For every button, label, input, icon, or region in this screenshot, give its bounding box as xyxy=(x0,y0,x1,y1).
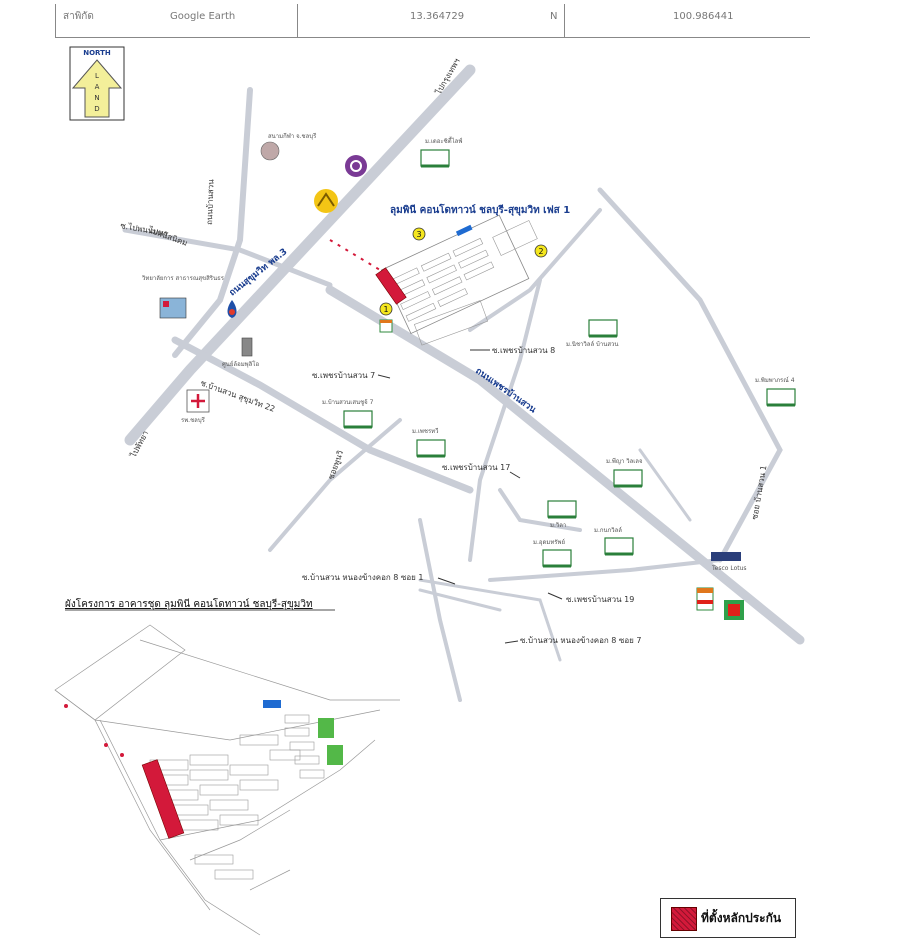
village-icon xyxy=(416,439,446,458)
project-title: ลุมพินี คอนโดทาวน์ ชลบุรี-สุขุมวิท เฟส 1 xyxy=(390,203,570,216)
svg-text:2: 2 xyxy=(538,247,543,256)
village-icon xyxy=(343,410,373,429)
seven-eleven-icon xyxy=(696,587,714,611)
site-marker-1: 1 xyxy=(379,302,393,316)
legend-swatch xyxy=(671,907,697,931)
label-soi19: ซ.เพชรบ้านสวน 19 xyxy=(566,595,634,604)
plan-title: ผังโครงการ อาคารชุด ลุมพินี คอนโดทาวน์ ช… xyxy=(65,597,313,610)
map-legend: ที่ตั้งหลักประกัน xyxy=(660,898,796,938)
road-label-ban-suan: ถนนบ้านสวน xyxy=(205,179,216,225)
road-label-soi-bansuan1: ซอย บ้านสวน 1 xyxy=(750,465,768,521)
hospital-icon xyxy=(186,389,210,413)
north-arrow: NORTH L A N D xyxy=(69,46,125,121)
plan-collateral-block xyxy=(141,759,185,839)
label-ban-suan-village: ม.บ้านสวนเสนชูจ้ 7 xyxy=(322,399,374,406)
label-the-city-life: ม.เดอะซิตี้ไลฟ์ xyxy=(425,135,463,145)
village-icon xyxy=(766,388,796,407)
building-icon xyxy=(241,337,253,357)
svg-text:3: 3 xyxy=(416,230,421,239)
coord-label: สาพิกัด xyxy=(63,11,94,22)
ptt-station-icon xyxy=(227,300,237,318)
soi-pointer: ซ.เพชรบ้านสวน 17 xyxy=(442,463,521,479)
label-soi8: ซ.เพชรบ้านสวน 8 xyxy=(492,346,555,355)
makro-icon xyxy=(724,600,744,620)
label-sukhumvit-condo: ศูนย์ล้อมพุลิโอ xyxy=(222,360,260,368)
soi-pointer: ซ.เพชรบ้านสวน 19 xyxy=(547,592,634,604)
village-icon xyxy=(547,500,577,519)
village-icon xyxy=(604,537,634,556)
tesco-icon xyxy=(711,552,741,561)
bank-icon xyxy=(345,155,367,177)
label-soi7: ซ.เพชรบ้านสวน 7 xyxy=(312,371,375,380)
site-plan xyxy=(54,624,400,936)
label-nongchang8-7: ซ.บ้านสวน หนองข้างคอก 8 ซอย 7 xyxy=(520,636,641,645)
label-phetchara: ม.เพชรทวี xyxy=(412,427,439,435)
label-nongchang8-1: ซ.บ้านสวน หนองข้างคอก 8 ซอย 1 xyxy=(302,573,423,582)
north-letter: N xyxy=(94,94,99,102)
road-label-pho-bu: ซอยพูนวิ xyxy=(326,449,346,481)
label-phiraya: ม.พีญา วิลเลจ xyxy=(606,457,643,465)
plan-blue-facility xyxy=(263,700,281,708)
plan-green-area xyxy=(318,718,334,738)
village-icon xyxy=(420,149,450,168)
label-udomsak: ม.อุดมทรัพย์ xyxy=(533,538,565,546)
label-kanitha: ม.กนกวิลล์ xyxy=(594,526,622,534)
site-marker-2: 2 xyxy=(534,244,548,258)
soi-pointer: ซ.บ้านสวน หนองข้างคอก 8 ซอย 1 xyxy=(302,573,456,585)
north-letter: L xyxy=(95,72,99,80)
village-icon xyxy=(613,469,643,488)
village-icon xyxy=(588,319,618,338)
header-divider xyxy=(297,4,298,37)
krungsri-bank-icon xyxy=(314,189,338,213)
north-label: NORTH xyxy=(83,49,111,57)
label-sriracha: วิทยาลัยการ สาธารณสุขสิรินธร xyxy=(141,275,224,282)
coord-source: Google Earth xyxy=(170,11,236,22)
header-divider xyxy=(564,4,565,37)
north-letter: D xyxy=(94,105,99,113)
coord-lat: 13.364729 xyxy=(410,11,465,22)
coordinate-header: สาพิกัด Google Earth 13.364729 N 100.986… xyxy=(55,4,810,38)
soi-pointer: ซ.เพชรบ้านสวน 8 xyxy=(470,346,555,355)
label-nichaville: ม.นิชาวิลล์ บ้านสวน xyxy=(566,340,618,348)
collateral-site-marker xyxy=(375,267,407,305)
coord-lat-dir: N xyxy=(550,11,558,22)
village-icon xyxy=(542,549,572,568)
stadium-icon xyxy=(260,141,280,161)
legend-label: ที่ตั้งหลักประกัน xyxy=(701,911,782,925)
label-tesco: Tesco Lotus xyxy=(711,565,747,572)
site-marker-3: 3 xyxy=(412,227,426,241)
header-rule xyxy=(55,37,810,38)
school-building-icon xyxy=(159,297,187,319)
blue-facility-marker xyxy=(455,224,473,237)
project-site xyxy=(329,214,538,346)
label-school: สนามกีฬา จ.ชลบุรี xyxy=(268,132,317,140)
seven-eleven-icon xyxy=(379,319,393,333)
label-pimpraya: ม.พิมพาภรณ์ 4 xyxy=(755,376,795,384)
label-soi17: ซ.เพชรบ้านสวน 17 xyxy=(442,463,510,472)
soi-pointer: ซ.เพชรบ้านสวน 7 xyxy=(312,371,391,380)
label-villa: ม.วิลา xyxy=(550,522,566,529)
label-hospital: รพ.ชลบุรี xyxy=(181,416,206,424)
coord-lon: 100.986441 xyxy=(673,11,734,22)
plan-green-area xyxy=(327,745,343,765)
soi-pointer: ซ.บ้านสวน หนองข้างคอก 8 ซอย 7 xyxy=(504,636,641,645)
header-divider xyxy=(55,4,56,37)
north-letter: A xyxy=(95,83,100,91)
svg-text:1: 1 xyxy=(383,305,388,314)
